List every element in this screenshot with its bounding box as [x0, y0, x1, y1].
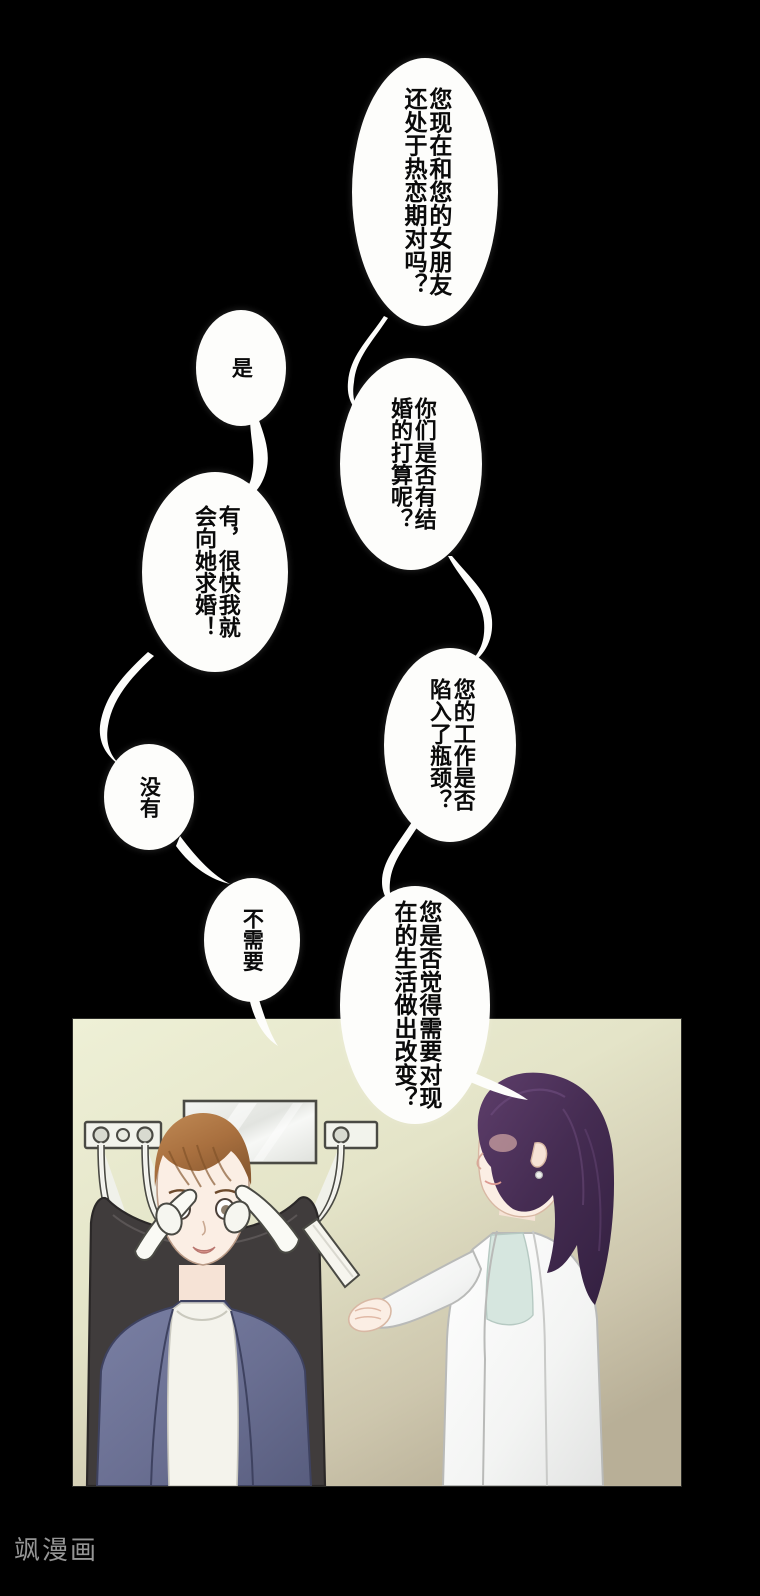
bubble-question-2-text: 你们是否有结 婚的打算呢？: [387, 397, 436, 531]
connector-a1-a2: [226, 416, 268, 504]
bubble-answer-3[interactable]: 没有: [104, 744, 194, 850]
connector-a4-panel: [248, 990, 278, 1046]
connector-a3-a4: [176, 836, 230, 884]
bubble-answer-2[interactable]: 有，很快我就 会向她求婚！: [142, 472, 288, 672]
bubble-answer-3-text: 没有: [137, 775, 162, 819]
bubble-question-1[interactable]: 您现在和您的女朋友 还处于热恋期对吗？: [352, 58, 498, 326]
neural-headset: [133, 1184, 301, 1261]
bubble-question-4[interactable]: 您是否觉得需要对现 在的生活做出改变？: [340, 886, 490, 1124]
bubble-answer-4-text: 不需要: [240, 908, 265, 972]
connector-q3-q4: [382, 822, 418, 916]
bubble-question-4-text: 您是否觉得需要对现 在的生活做出改变？: [390, 900, 441, 1110]
bubble-answer-4[interactable]: 不需要: [204, 878, 300, 1002]
connector-q4-speaker: [466, 1072, 528, 1100]
bubble-question-3[interactable]: 您的工作是否 陷入了瓶颈？: [384, 648, 516, 842]
watermark: 飒漫画: [14, 1536, 99, 1566]
bubble-question-3-text: 您的工作是否 陷入了瓶颈？: [426, 678, 475, 812]
bubble-question-1-text: 您现在和您的女朋友 还处于热恋期对吗？: [400, 87, 451, 297]
bubble-question-2[interactable]: 你们是否有结 婚的打算呢？: [340, 358, 482, 570]
connector-q2-q3: [448, 556, 493, 672]
connector-q1-q2: [347, 316, 388, 424]
character-young-man: [95, 1113, 313, 1486]
wall-port-panel-right: [323, 1120, 379, 1150]
bubble-answer-2-text: 有，很快我就 会向她求婚！: [191, 505, 240, 639]
bubble-answer-1-text: 是: [229, 357, 254, 379]
connector-a2-a3: [99, 652, 154, 770]
wall-port-panel-left: [83, 1120, 163, 1150]
character-female-researcher: [301, 1072, 615, 1486]
bubble-answer-1[interactable]: 是: [196, 310, 286, 426]
